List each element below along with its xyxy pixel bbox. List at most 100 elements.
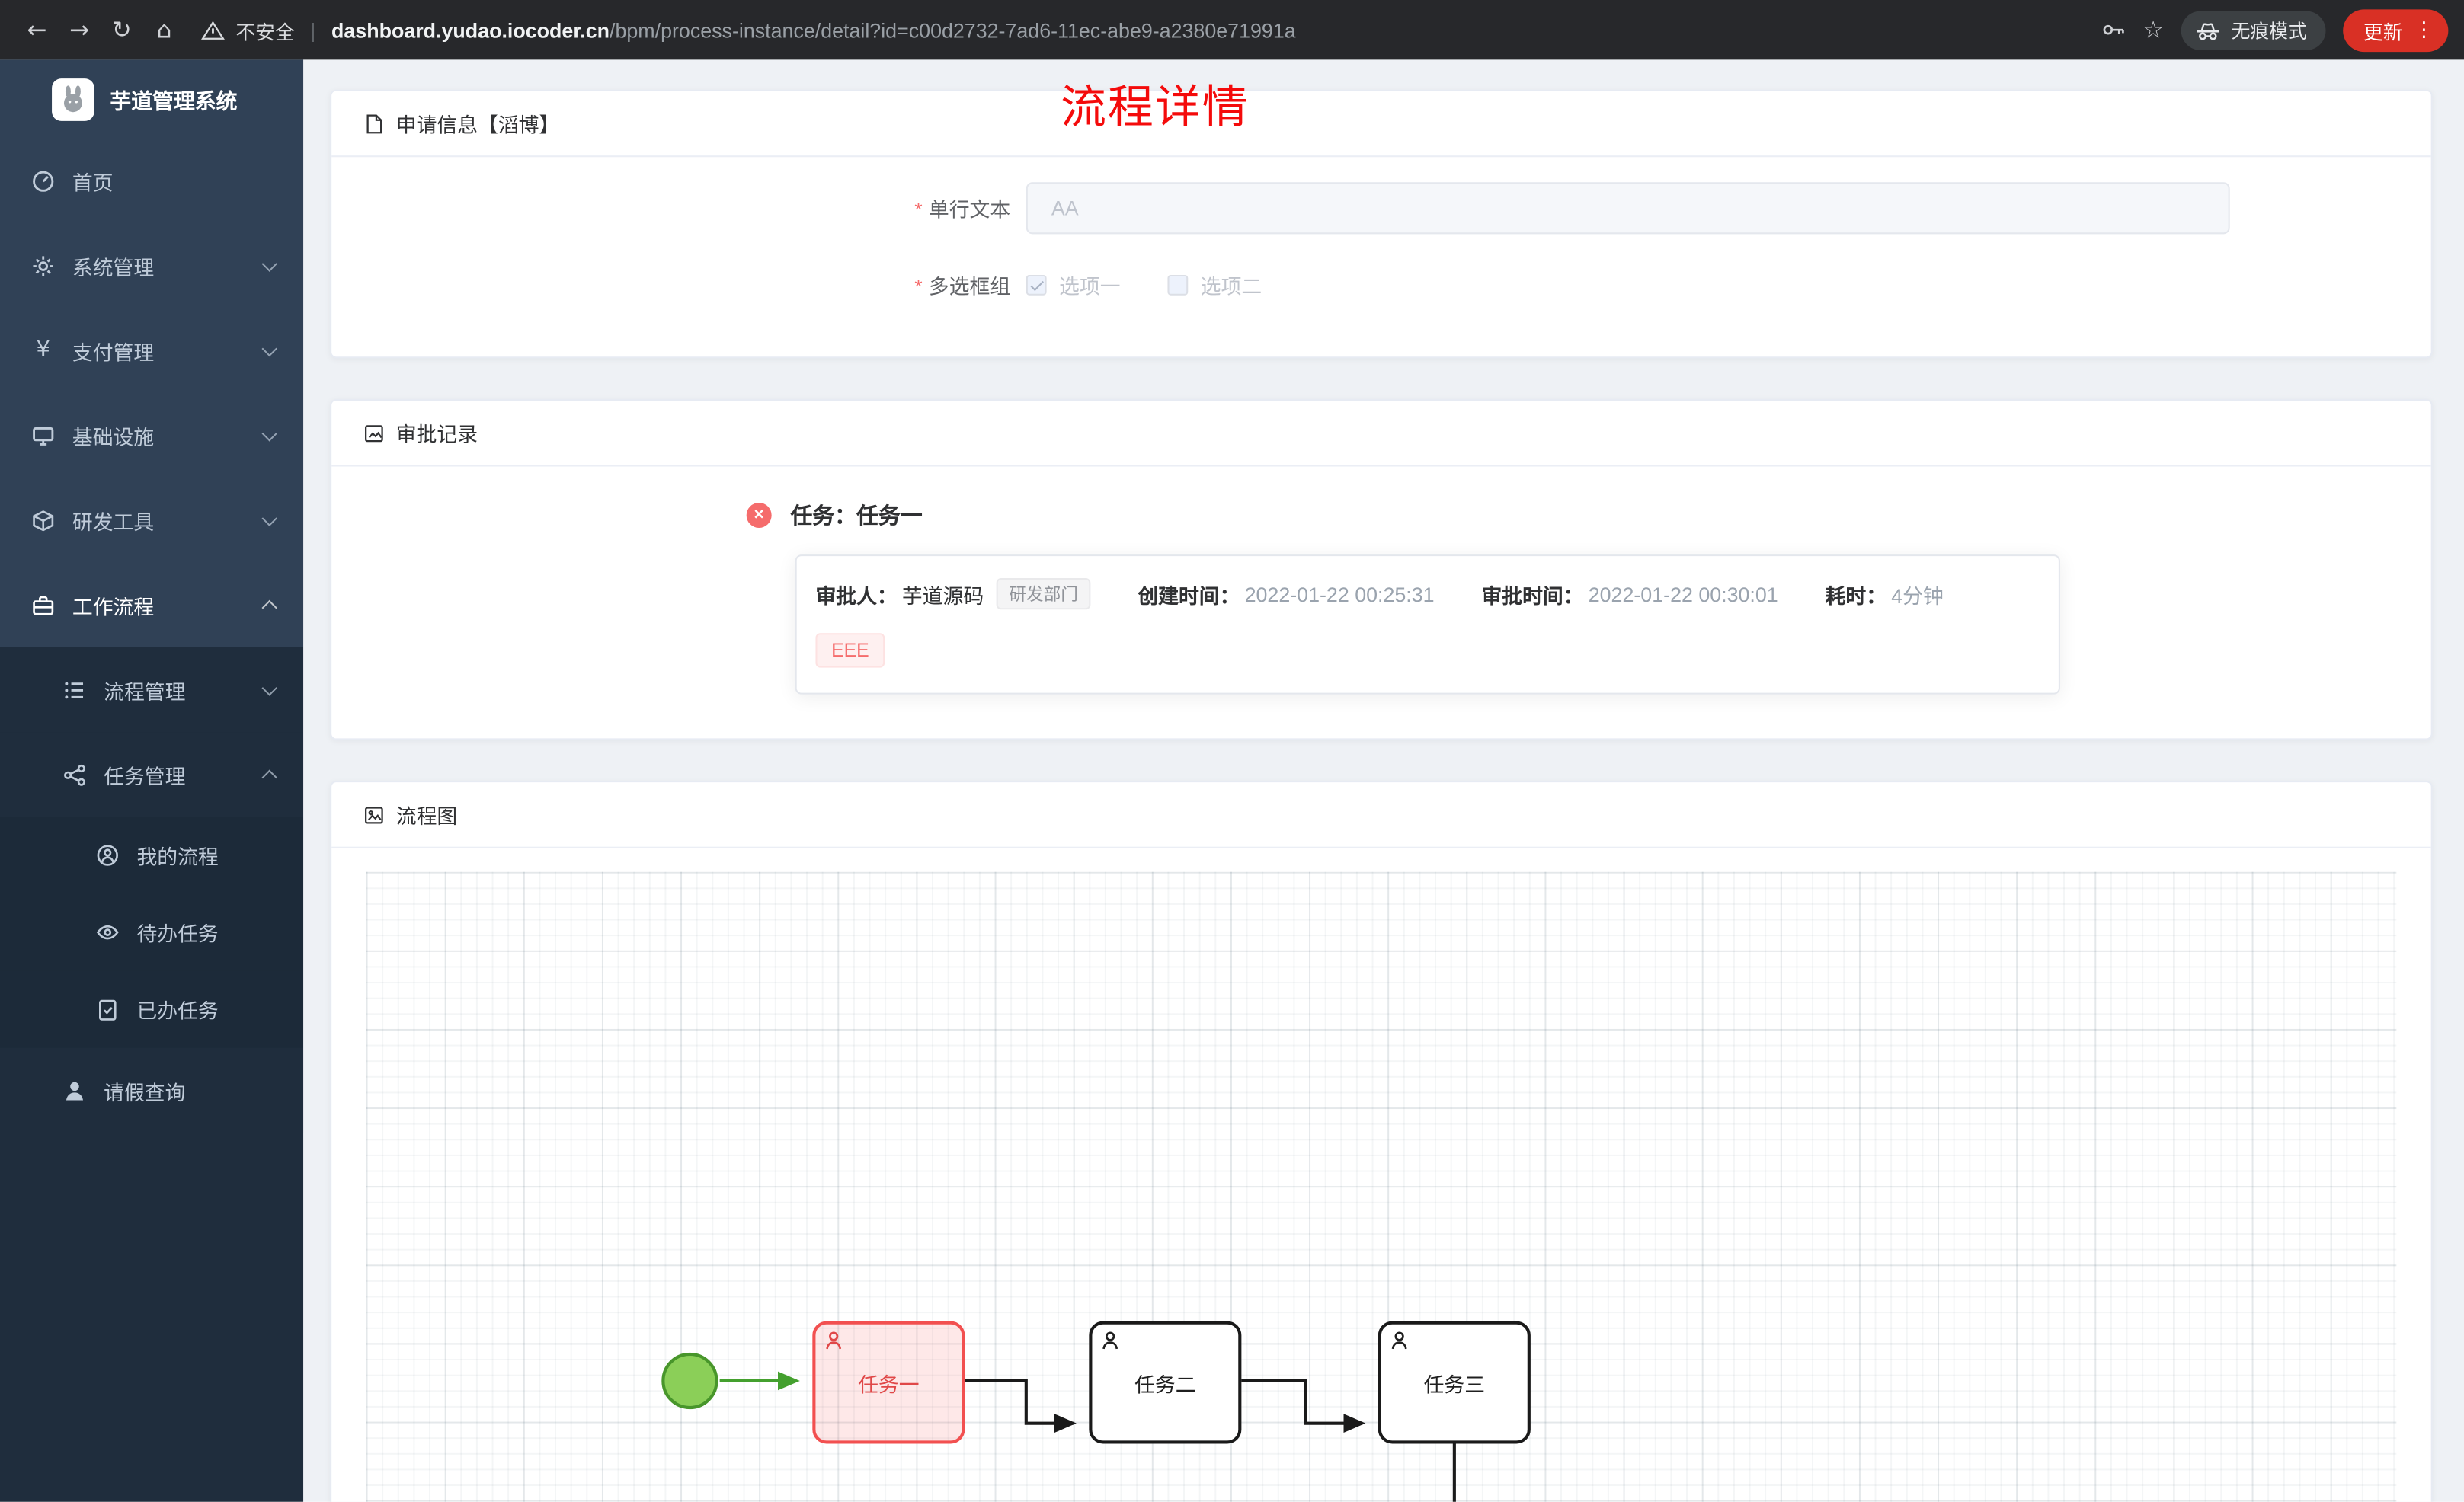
duration-label: 耗时： <box>1825 583 1887 608</box>
sidebar-item-label: 任务管理 <box>104 764 186 788</box>
start-event-node[interactable] <box>661 1352 718 1410</box>
form-row-checkbox-group: *多选框组 选项一 选项二 <box>331 269 2431 300</box>
single-line-text-input[interactable]: AA <box>1026 182 2230 235</box>
update-button[interactable]: 更新 ⋮ <box>2343 8 2449 52</box>
sidebar-item-task-management[interactable]: 任务管理 <box>0 732 304 817</box>
diagram-card-title: 流程图 <box>395 804 458 828</box>
user-task-icon <box>1391 1331 1407 1350</box>
create-time-label: 创建时间： <box>1138 583 1240 608</box>
approver-group: 审批人： 芋道源码 研发部门 <box>815 578 1091 610</box>
main-content: 流程详情 申请信息【滔博】 *单行文本 AA <box>303 59 2464 1502</box>
sidebar-item-label: 支付管理 <box>72 340 155 364</box>
task-node-1[interactable]: 任务一 <box>812 1321 965 1444</box>
sidebar-item-label: 请假查询 <box>104 1079 186 1104</box>
chevron-down-icon <box>261 510 277 526</box>
task-title: 任务：任务一 <box>790 503 923 528</box>
sidebar-item-workflow[interactable]: 工作流程 <box>0 562 303 647</box>
key-icon[interactable] <box>2101 18 2126 43</box>
logo-rabbit-icon <box>52 78 94 120</box>
update-label: 更新 <box>2363 21 2403 43</box>
comment-tag: EEE <box>815 633 885 668</box>
user-task-icon <box>826 1331 842 1350</box>
address-bar[interactable]: 不安全 | dashboard.yudao.iocoder.cn /bpm/pr… <box>201 15 2101 45</box>
approval-card-title: 审批记录 <box>395 422 478 446</box>
eye-icon <box>96 921 120 944</box>
apply-info-card: 申请信息【滔博】 *单行文本 AA *多选框组 <box>330 89 2433 359</box>
incognito-label: 无痕模式 <box>2231 19 2307 42</box>
required-asterisk: * <box>914 273 923 298</box>
diagram-icon <box>363 804 385 826</box>
sidebar-item-label: 系统管理 <box>72 255 155 280</box>
url-path: /bpm/process-instance/detail?id=c00d2732… <box>610 18 1296 42</box>
sidebar-item-todo-tasks[interactable]: 待办任务 <box>0 893 304 971</box>
back-icon[interactable]: ← <box>27 15 47 44</box>
sidebar-item-home[interactable]: 首页 <box>0 139 303 223</box>
document-icon <box>363 112 385 134</box>
address-divider: | <box>310 18 316 42</box>
flow-task1-to-task2 <box>965 1379 1077 1433</box>
checkbox-unchecked-icon[interactable] <box>1167 273 1189 295</box>
browser-menu-icon[interactable]: ⋮ <box>2414 18 2434 42</box>
task-node-label: 任务一 <box>858 1372 920 1396</box>
sidebar-item-devtools[interactable]: 研发工具 <box>0 478 303 562</box>
approver-name: 芋道源码 <box>901 583 984 608</box>
app-logo[interactable]: 芋道管理系统 <box>0 59 303 138</box>
duration-value: 4分钟 <box>1891 583 1944 608</box>
chevron-down-icon <box>261 425 277 441</box>
user-icon <box>63 1079 87 1102</box>
checkbox-checked-icon[interactable] <box>1026 273 1047 295</box>
field-label-text: 单行文本 <box>928 197 1011 222</box>
chevron-down-icon <box>261 255 277 271</box>
user-task-icon <box>1102 1331 1118 1350</box>
sidebar-item-system[interactable]: 系统管理 <box>0 223 303 308</box>
sidebar-item-leave-query[interactable]: 请假查询 <box>0 1047 304 1133</box>
sidebar-item-my-process[interactable]: 我的流程 <box>0 817 304 894</box>
approval-detail-line: 审批人： 芋道源码 研发部门 创建时间： 2022-01-22 00:25:31… <box>815 578 2040 610</box>
checkbox-option-2[interactable]: 选项二 <box>1167 270 1262 299</box>
warning-icon <box>201 20 225 40</box>
checkbox-group: 选项一 选项二 <box>1026 269 1262 300</box>
url-host: dashboard.yudao.iocoder.cn <box>331 18 610 42</box>
refresh-icon[interactable]: ↻ <box>111 15 132 44</box>
process-diagram-card: 流程图 <box>330 781 2433 1502</box>
forward-icon[interactable]: → <box>69 15 90 44</box>
page-title: 流程详情 <box>1061 83 1250 134</box>
sidebar-item-payment[interactable]: ¥ 支付管理 <box>0 308 303 392</box>
sidebar-item-done-tasks[interactable]: 已办任务 <box>0 970 304 1048</box>
sidebar-item-label: 流程管理 <box>104 679 186 703</box>
approval-detail-card: 审批人： 芋道源码 研发部门 创建时间： 2022-01-22 00:25:31… <box>795 554 2060 695</box>
bookmark-star-icon[interactable]: ☆ <box>2142 15 2164 44</box>
bpmn-canvas[interactable]: 任务一 任务二 任务三 <box>366 871 2397 1502</box>
checkbox-option-1[interactable]: 选项一 <box>1026 270 1121 299</box>
timeline-task-row: × 任务：任务一 <box>746 498 2400 532</box>
form-row-text: *单行文本 AA <box>331 182 2431 235</box>
task-node-label: 任务三 <box>1423 1372 1486 1396</box>
checkbox-label: 选项一 <box>1059 273 1121 298</box>
sidebar-item-infrastructure[interactable]: 基础设施 <box>0 393 303 478</box>
sidebar-item-label: 基础设施 <box>72 424 155 449</box>
error-status-icon: × <box>746 503 772 528</box>
sidebar-item-process-management[interactable]: 流程管理 <box>0 647 304 733</box>
checkbox-label: 选项二 <box>1200 273 1262 298</box>
list-icon <box>63 678 87 701</box>
required-asterisk: * <box>914 197 923 222</box>
app-title: 芋道管理系统 <box>110 89 238 113</box>
diagram-card-header: 流程图 <box>331 782 2431 848</box>
page-url: dashboard.yudao.iocoder.cn /bpm/process-… <box>331 18 1296 42</box>
browser-toolbar: ← → ↻ ⌂ 不安全 | dashboard.yudao.iocoder.cn… <box>0 0 2464 60</box>
home-icon[interactable]: ⌂ <box>156 15 172 44</box>
chevron-up-icon <box>261 599 277 615</box>
incognito-icon <box>2195 19 2220 41</box>
dashboard-icon <box>31 169 55 193</box>
clipboard-check-icon <box>96 998 120 1021</box>
sidebar-item-label: 首页 <box>72 170 114 194</box>
security-label: 不安全 <box>235 21 295 43</box>
task-node-3[interactable]: 任务三 <box>1378 1321 1531 1444</box>
duration-group: 耗时： 4分钟 <box>1826 579 1944 609</box>
toolbar-right: ☆ 无痕模式 更新 ⋮ <box>2101 8 2449 52</box>
sidebar-item-label: 已办任务 <box>136 999 219 1023</box>
approve-time-value: 2022-01-22 00:30:01 <box>1588 582 1778 606</box>
sidebar: 芋道管理系统 首页 系统管理 ¥ 支付管理 <box>0 59 304 1502</box>
task-node-2[interactable]: 任务二 <box>1089 1321 1242 1444</box>
